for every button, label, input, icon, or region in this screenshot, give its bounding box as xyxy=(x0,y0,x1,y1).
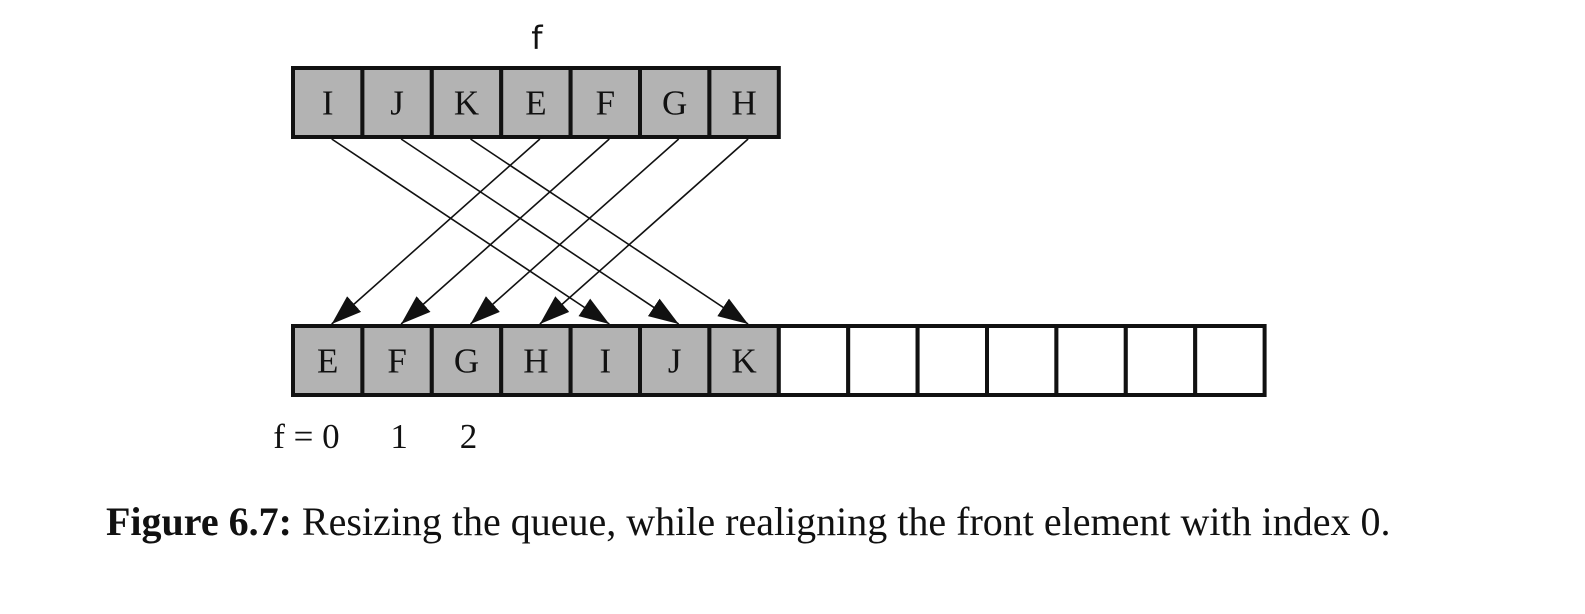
top-cell-value: E xyxy=(525,84,546,123)
top-cell: G xyxy=(638,66,712,139)
mapping-arrow xyxy=(469,138,680,325)
top-cell-value: G xyxy=(662,84,687,123)
bottom-cell xyxy=(915,324,989,397)
bottom-cell xyxy=(1054,324,1128,397)
top-cell-value: F xyxy=(596,84,615,123)
mapping-arrow xyxy=(331,138,541,325)
caption-text: Resizing the queue, while realigning the… xyxy=(301,499,1391,544)
top-cell-value: H xyxy=(731,84,756,123)
bottom-cell: K xyxy=(707,324,781,397)
bottom-cell-value: J xyxy=(668,342,682,381)
resized-queue-array: E F G H I J K xyxy=(291,324,1267,397)
bottom-cell: I xyxy=(568,324,642,397)
bottom-cell: J xyxy=(638,324,712,397)
caption-label: Figure 6.7: xyxy=(106,499,292,544)
top-cell: H xyxy=(707,66,781,139)
index-label: 1 xyxy=(390,417,408,456)
mapping-arrow xyxy=(331,138,610,325)
index-labels: f = 0 1 2 xyxy=(273,417,477,456)
figure-caption: Figure 6.7: Resizing the queue, while re… xyxy=(106,498,1391,545)
top-cell: F xyxy=(568,66,642,139)
top-cell: J xyxy=(360,66,434,139)
bottom-cell: F xyxy=(360,324,434,397)
bottom-cell xyxy=(985,324,1059,397)
bottom-cell-value: E xyxy=(317,342,338,381)
index-label: f = 0 xyxy=(273,417,339,456)
top-cell-value: K xyxy=(454,84,479,123)
top-cell-value: J xyxy=(390,84,404,123)
top-cell: E xyxy=(499,66,573,139)
bottom-cell: G xyxy=(429,324,504,397)
bottom-cell: H xyxy=(499,324,573,397)
bottom-cell xyxy=(1123,324,1198,397)
mapping-arrow xyxy=(539,138,749,325)
bottom-cell-value: F xyxy=(387,342,406,381)
mapping-arrow xyxy=(400,138,680,325)
bottom-cell xyxy=(776,324,851,397)
bottom-cell xyxy=(1193,324,1267,397)
bottom-cell-value: I xyxy=(599,342,611,381)
bottom-cell: E xyxy=(291,324,365,397)
bottom-cell-value: H xyxy=(523,342,548,381)
front-pointer-label: f xyxy=(531,19,543,57)
index-label: 2 xyxy=(460,417,478,456)
top-cell-value: I xyxy=(322,84,334,123)
mapping-arrow xyxy=(400,138,610,325)
top-cell: I xyxy=(291,66,365,139)
mapping-arrow xyxy=(470,138,749,325)
top-cell: K xyxy=(429,66,504,139)
bottom-cell-value: G xyxy=(454,342,479,381)
bottom-cell xyxy=(846,324,920,397)
mapping-arrows xyxy=(331,138,749,325)
bottom-cell-value: K xyxy=(731,342,756,381)
